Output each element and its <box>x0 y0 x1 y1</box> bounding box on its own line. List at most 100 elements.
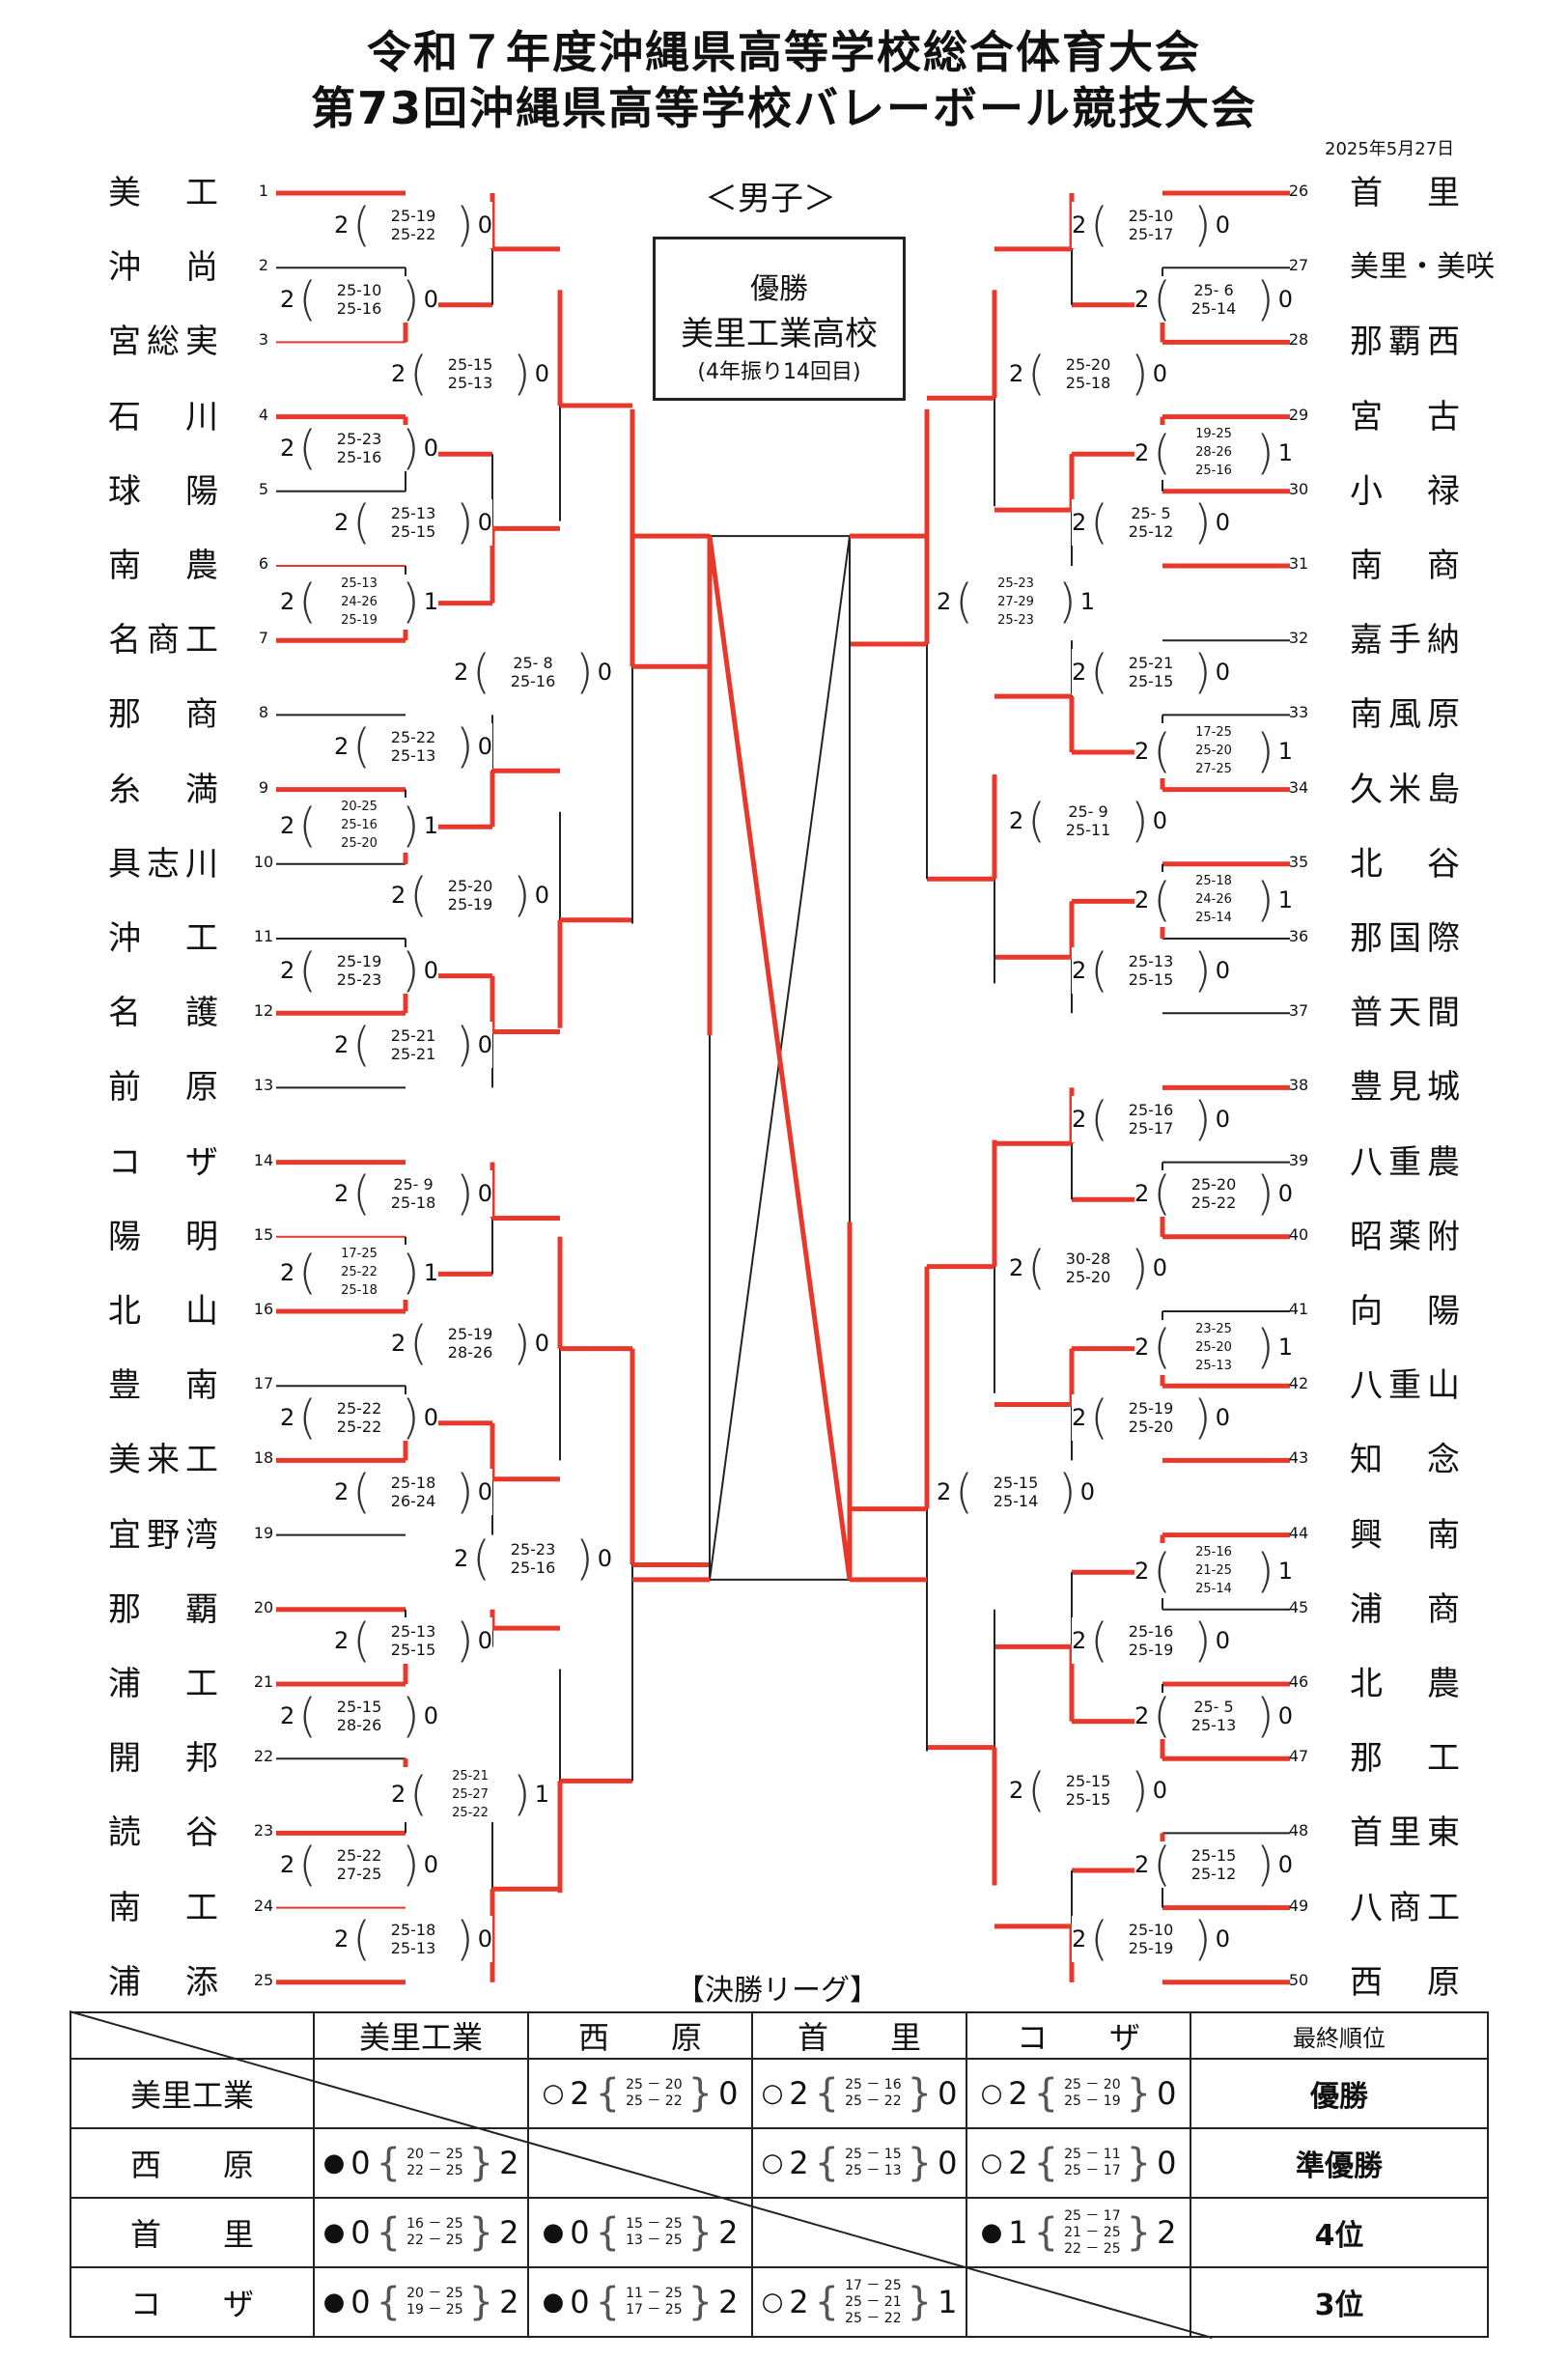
sets-lost: 0 <box>477 1478 493 1505</box>
brace-right: ) <box>513 1315 531 1370</box>
set-score: 30-28 <box>1065 1250 1111 1269</box>
set-score: 25-21 <box>1128 653 1174 672</box>
league-title: 【決勝リーグ】 <box>676 1974 879 2008</box>
sets-won: 2 <box>1134 1701 1150 1729</box>
team-name: 浦 工 <box>108 1665 224 1703</box>
set-score: 28-26 <box>336 1715 382 1734</box>
sets-won: 2 <box>1072 1925 1087 1953</box>
sets-lost: 0 <box>1215 509 1231 537</box>
brace-right: ) <box>456 1614 474 1669</box>
set-score: 25-17 <box>1128 224 1174 243</box>
team-name: コ ザ <box>108 1142 224 1182</box>
sets-won: 2 <box>391 360 406 387</box>
set-score: 25-21 <box>452 1768 489 1784</box>
team-name: 南 商 <box>1350 547 1466 585</box>
win-mark: ○ <box>980 2149 1003 2177</box>
set-score: 27-25 <box>336 1865 382 1883</box>
brace-left: ( <box>352 1017 372 1072</box>
brace-left: ( <box>1090 942 1109 997</box>
set-score: 25-13 <box>341 576 378 591</box>
sets-won: 2 <box>1072 1627 1087 1655</box>
team-name: 浦 添 <box>108 1962 224 2002</box>
sets-lost: 0 <box>1215 211 1231 239</box>
team-name: 美 工 <box>108 174 224 212</box>
set-score: 25-16 <box>336 448 382 467</box>
win-mark: ○ <box>542 2079 565 2108</box>
set-score: 25-13 <box>447 374 493 392</box>
brace-right: ) <box>1256 1838 1274 1892</box>
set-score: 15 － 25 <box>626 2216 683 2232</box>
team-name: 北 農 <box>1350 1665 1466 1703</box>
set-score: 17-25 <box>341 1247 378 1262</box>
sets-won: 2 <box>570 2075 590 2112</box>
set-score: 25-20 <box>1065 1268 1111 1287</box>
brace-left: ( <box>298 1245 318 1300</box>
set-score: 27-25 <box>1195 762 1232 776</box>
set-score: 25-16 <box>1195 1545 1232 1560</box>
set-score: 25-14 <box>1190 298 1237 318</box>
team-name: 南 農 <box>108 547 224 585</box>
team-name: 美里・美咲 <box>1350 250 1495 285</box>
seed-number: 4 <box>258 405 269 424</box>
brace-left: { <box>376 2141 402 2185</box>
sets-lost: 0 <box>1157 2075 1177 2112</box>
team-name: 名 護 <box>108 994 224 1033</box>
set-score: 25-16 <box>341 818 378 833</box>
seed-number: 12 <box>253 1001 274 1021</box>
brace-left: ( <box>352 1465 372 1519</box>
seed-number: 1 <box>258 182 269 200</box>
brace-right: ) <box>1256 1688 1274 1743</box>
brace-left: { <box>376 2280 402 2324</box>
team-name: 前 原 <box>108 1068 224 1108</box>
brace-right: ) <box>1193 495 1212 550</box>
set-score: 25-14 <box>1195 911 1232 926</box>
team-name: 北 谷 <box>1350 844 1466 884</box>
brace-right: ) <box>513 1767 531 1822</box>
brace-left: ( <box>409 1315 429 1370</box>
set-score: 25-23 <box>510 1540 556 1559</box>
brace-right: ) <box>456 719 474 773</box>
league-self-cell <box>527 2127 753 2199</box>
brace-right: ) <box>402 1245 420 1300</box>
set-score: 11 － 25 <box>626 2286 683 2301</box>
brace-left: ( <box>1090 197 1109 252</box>
loss-mark: ● <box>980 2218 1003 2247</box>
sets-lost: 0 <box>597 658 613 686</box>
brace-left: { <box>595 2210 621 2255</box>
seed-number: 43 <box>1288 1448 1309 1468</box>
brace-left: ( <box>352 1614 372 1669</box>
sets-won: 2 <box>334 733 350 760</box>
sets-lost: 2 <box>718 2214 739 2251</box>
brace-left: ( <box>1153 872 1172 927</box>
seed-number: 18 <box>253 1448 274 1468</box>
sets-won: 2 <box>789 2075 809 2112</box>
sets-lost: 0 <box>938 2075 958 2112</box>
brace-right: ) <box>402 1688 420 1743</box>
set-score: 21 － 25 <box>1064 2224 1121 2240</box>
seed-number: 9 <box>258 777 269 797</box>
brace-left: ( <box>1153 425 1172 480</box>
sets-lost: 1 <box>534 1781 550 1809</box>
